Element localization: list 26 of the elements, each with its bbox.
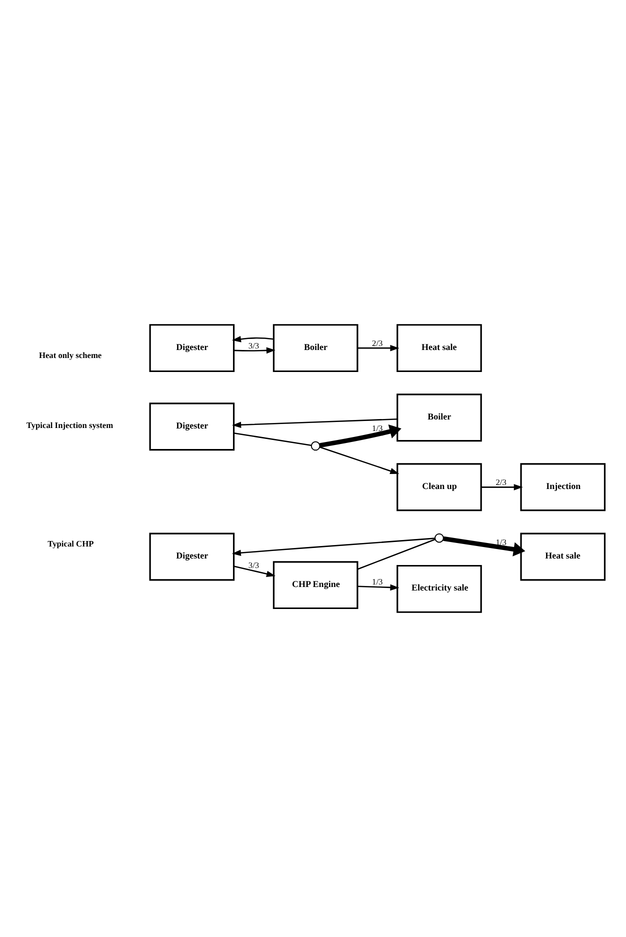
arrow — [234, 566, 276, 577]
node-box: Digester — [149, 324, 235, 372]
connector — [234, 432, 312, 446]
node-box: Heat sale — [520, 532, 606, 581]
node-box: Boiler — [272, 324, 358, 372]
node-box: Heat sale — [396, 324, 482, 372]
arrow — [320, 446, 400, 474]
arrow — [234, 347, 276, 354]
arrow — [232, 538, 436, 556]
arrow — [232, 336, 274, 342]
node-box: Electricity sale — [396, 564, 482, 613]
arrow — [481, 484, 523, 490]
node-circle — [434, 533, 444, 543]
arrow — [357, 344, 400, 352]
node-box: CHP Engine — [272, 561, 358, 610]
arrow — [443, 536, 526, 556]
node-box: Digester — [149, 402, 235, 451]
arrow — [320, 424, 402, 448]
connector — [357, 538, 436, 570]
node-box: Boiler — [396, 394, 482, 442]
node-box: Clean up — [396, 463, 482, 512]
node-box: Digester — [149, 532, 235, 581]
node-box: Injection — [520, 463, 606, 512]
node-circle — [310, 441, 320, 451]
arrow — [232, 418, 398, 428]
arrow — [357, 584, 400, 591]
